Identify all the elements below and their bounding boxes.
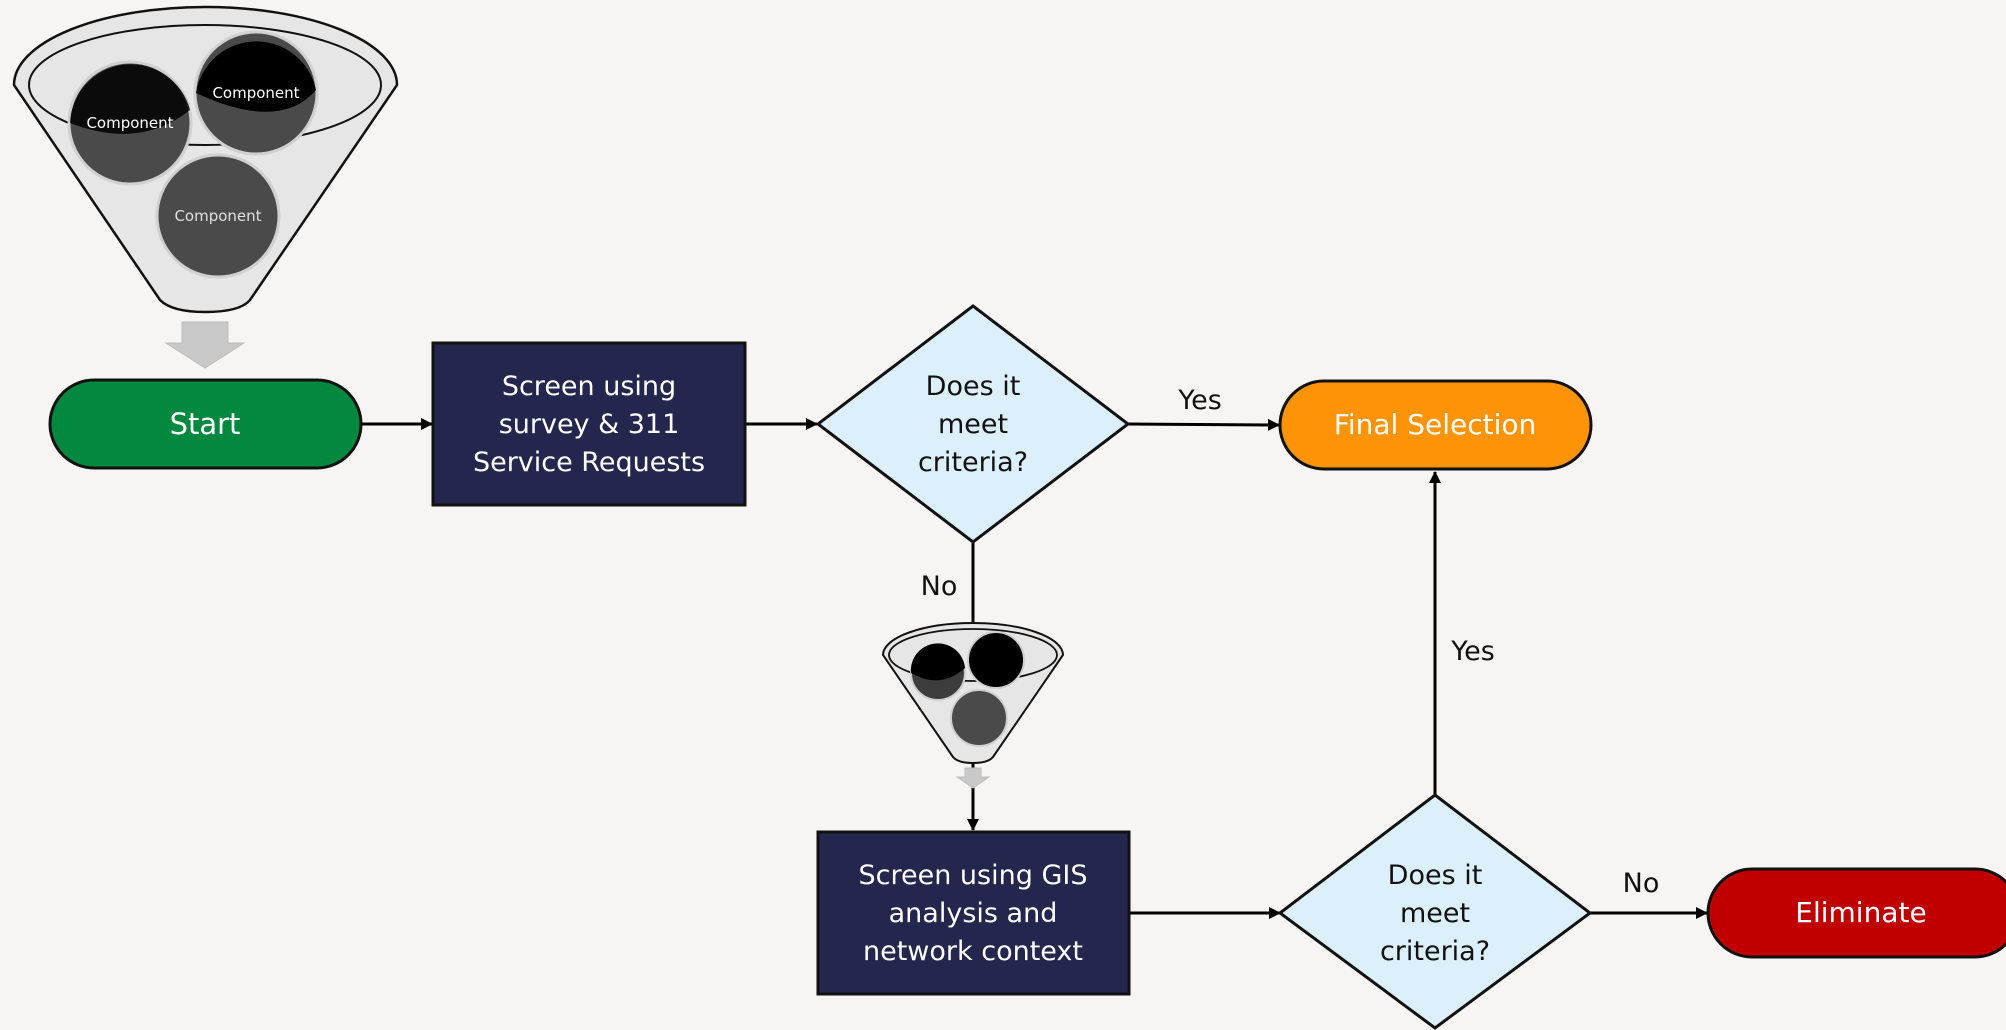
small-funnel-ball-3: [950, 689, 1008, 747]
edge-label-decision2-yes: Yes: [1450, 636, 1495, 667]
eliminate-node: Eliminate: [1706, 867, 2006, 959]
screen-survey-line-1: Screen using: [502, 371, 676, 402]
large-funnel-component-2-label: Component: [212, 84, 299, 102]
final-selection-node: Final Selection: [1278, 379, 1593, 471]
decision-2-node: Does it meet criteria?: [1277, 793, 1593, 1030]
small-funnel-ball-2: [967, 631, 1025, 689]
edge-label-decision1-no: No: [921, 571, 958, 602]
decision-2-line-1: Does it: [1388, 860, 1483, 891]
eliminate-label: Eliminate: [1795, 896, 1926, 929]
decision-1-line-1: Does it: [926, 371, 1021, 402]
large-funnel-component-3-label: Component: [174, 207, 261, 225]
start-node: Start: [48, 378, 363, 470]
decision-2-line-3: criteria?: [1380, 936, 1490, 967]
start-node-label: Start: [170, 407, 241, 441]
screen-gis-node: Screen using GIS analysis and network co…: [816, 830, 1131, 996]
edge-decision1-yes: [1127, 418, 1280, 431]
large-funnel-component-1: Component: [67, 60, 193, 186]
edge-label-decision1-yes: Yes: [1177, 385, 1222, 416]
final-selection-label: Final Selection: [1334, 408, 1536, 441]
small-funnel-down-arrow: [955, 767, 991, 789]
screen-survey-line-3: Service Requests: [473, 447, 705, 478]
large-funnel-component-1-label: Component: [86, 114, 173, 132]
decision-1-line-2: meet: [938, 409, 1008, 440]
screen-gis-line-2: analysis and: [889, 898, 1058, 929]
decision-1-node: Does it meet criteria?: [815, 304, 1131, 544]
screen-survey-line-2: survey & 311: [499, 409, 680, 440]
screen-gis-line-1: Screen using GIS: [859, 860, 1088, 891]
large-funnel: Component Component Component: [12, 5, 399, 369]
screen-survey-node: Screen using survey & 311 Service Reques…: [431, 341, 747, 507]
small-funnel: [881, 622, 1065, 789]
decision-2-line-2: meet: [1400, 898, 1470, 929]
large-funnel-component-2: Component: [193, 30, 319, 156]
large-funnel-rim-inner: [28, 24, 382, 146]
decision-1-line-3: criteria?: [918, 447, 1028, 478]
small-funnel-rim-inner: [888, 628, 1058, 682]
screen-gis-line-3: network context: [863, 936, 1083, 967]
large-funnel-down-arrow: [164, 321, 246, 369]
large-funnel-component-3: Component: [155, 153, 281, 279]
edge-label-decision2-no: No: [1623, 868, 1660, 899]
